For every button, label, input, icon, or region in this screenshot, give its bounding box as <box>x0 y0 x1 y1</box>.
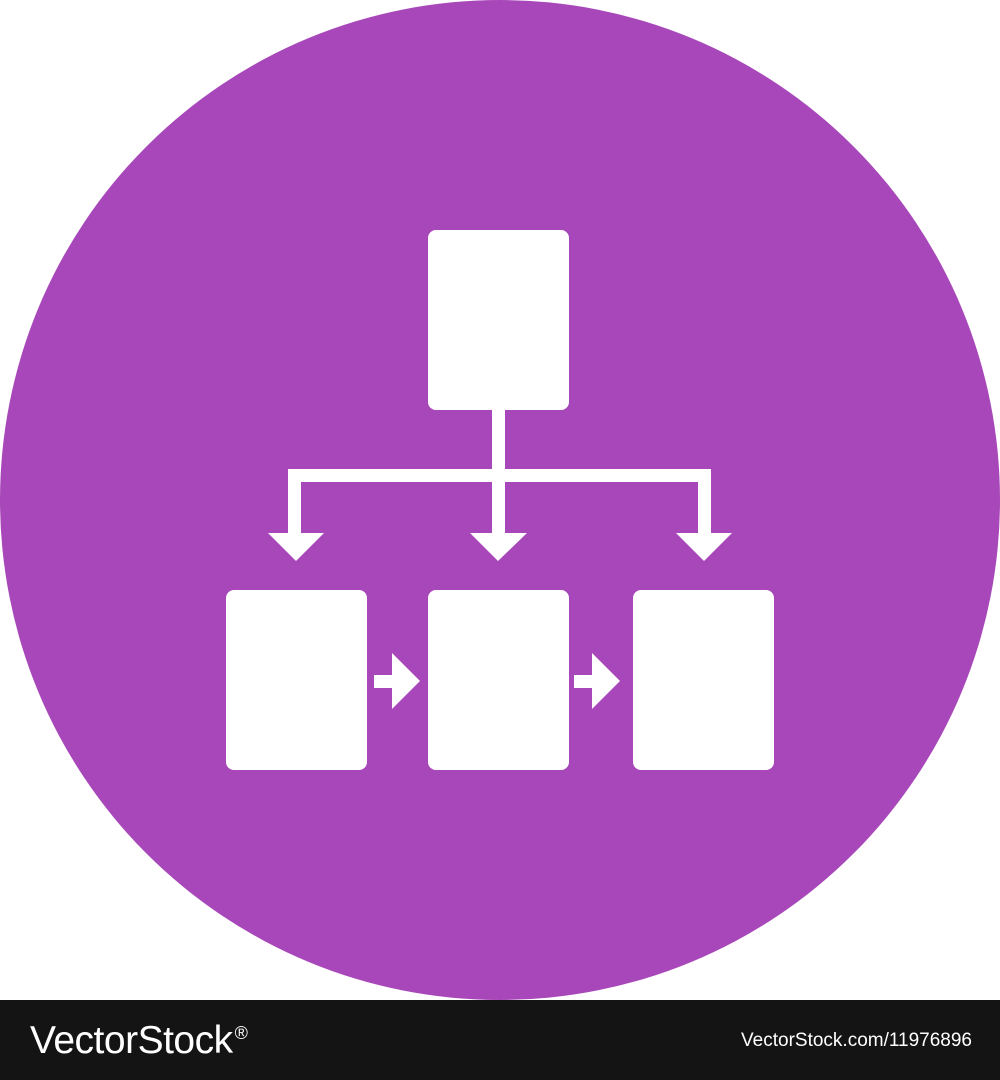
watermark-footer: VectorStock® VectorStock.com/11976896 <box>0 1000 1000 1080</box>
first-right-arrow-icon <box>392 653 420 709</box>
right-drop-line <box>698 469 711 534</box>
left-drop-line <box>288 469 301 534</box>
first-right-arrow-shaft <box>374 675 394 688</box>
top-box <box>428 230 569 410</box>
left-down-arrow-icon <box>268 533 324 561</box>
logo-text: VectorStock <box>30 1018 233 1062</box>
horizontal-connector <box>288 469 711 482</box>
bottom-center-box <box>428 590 569 770</box>
right-down-arrow-icon <box>676 533 732 561</box>
center-down-arrow-icon <box>470 533 527 561</box>
image-id-url: VectorStock.com/11976896 <box>741 1029 972 1051</box>
flowchart-hierarchy-icon <box>0 0 1000 1000</box>
bottom-left-box <box>226 590 367 770</box>
bottom-right-box <box>633 590 774 770</box>
second-right-arrow-icon <box>592 653 620 709</box>
vectorstock-logo: VectorStock® <box>30 1018 248 1062</box>
second-right-arrow-shaft <box>574 675 594 688</box>
registered-mark: ® <box>234 1022 248 1043</box>
